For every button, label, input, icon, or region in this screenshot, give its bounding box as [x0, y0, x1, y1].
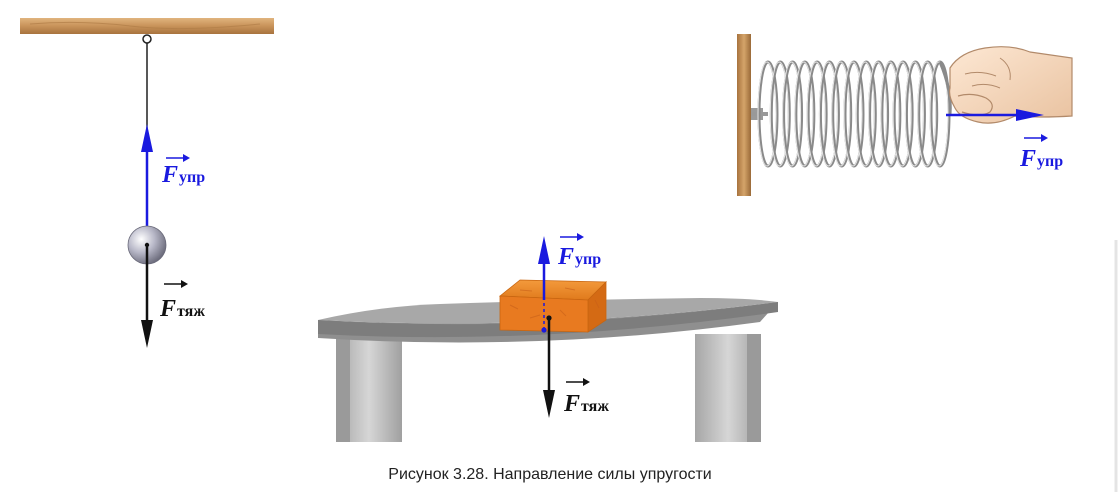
elastic-force-label-brick: Fупр	[557, 233, 601, 270]
wall-board	[737, 34, 751, 196]
bench-plank-front	[318, 302, 778, 338]
elastic-force-arrowhead-brick	[538, 236, 550, 264]
spring-coil	[751, 60, 952, 168]
svg-text:Fупр: Fупр	[161, 162, 205, 188]
elastic-subscript: упр	[179, 169, 205, 186]
gravity-subscript: тяж	[177, 303, 205, 320]
force-letter: F	[1019, 146, 1036, 172]
elastic-subscript: упр	[1037, 153, 1063, 170]
elastic-force-label-ball: Fупр	[161, 154, 205, 188]
force-letter: F	[159, 296, 176, 322]
figure-caption: Рисунок 3.28. Направление силы упругости	[388, 466, 712, 483]
elastic-force-arrowhead-ball	[141, 124, 153, 152]
spring-scene: Fупр	[737, 34, 1073, 196]
gravity-force-arrowhead-brick	[543, 390, 555, 418]
gravity-force-label-brick: Fтяж	[563, 378, 609, 417]
force-letter: F	[161, 162, 178, 188]
bench-brick-scene: Fупр Fтяж	[318, 233, 778, 442]
elastic-force-arrowhead-spring	[1016, 109, 1044, 121]
ceiling-beam	[20, 18, 274, 34]
svg-text:Fтяж: Fтяж	[159, 296, 205, 322]
force-letter: F	[557, 244, 574, 270]
gravity-force-arrowhead-ball	[141, 320, 153, 348]
force-letter: F	[563, 391, 580, 417]
elastic-force-label-spring: Fупр	[1019, 134, 1063, 172]
elastic-subscript: упр	[575, 251, 601, 268]
svg-text:Fтяж: Fтяж	[563, 391, 609, 417]
thread-hook	[142, 34, 152, 44]
svg-text:Fупр: Fупр	[1019, 146, 1063, 172]
svg-text:Fупр: Fупр	[557, 244, 601, 270]
brick	[498, 279, 607, 333]
gravity-subscript: тяж	[581, 398, 609, 415]
gravity-force-label-ball: Fтяж	[159, 280, 205, 322]
hanging-ball-scene: Fупр Fтяж	[20, 18, 274, 348]
hand	[948, 46, 1073, 124]
